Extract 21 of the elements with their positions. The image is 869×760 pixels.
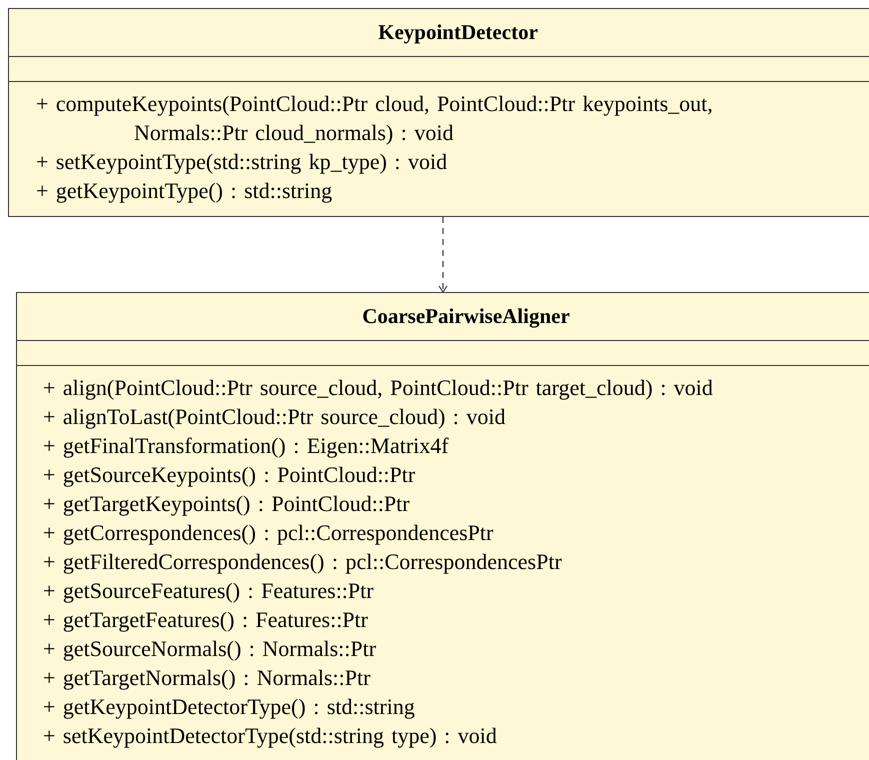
method-text: + align(PointCloud::Ptr source_cloud, PointCloud::Ptr target_cloud) : void xyxy=(43,374,714,402)
method-text: + getKeypointType() : std::string xyxy=(36,177,334,205)
method-text: + getTargetFeatures() : Features::Ptr xyxy=(43,606,369,634)
method-text: + getSourceFeatures() : Features::Ptr xyxy=(43,577,375,605)
class-box xyxy=(16,292,869,760)
method-text: + getFilteredCorrespondences() : pcl::CorrespondencesPtr xyxy=(43,548,563,576)
method-text: + setKeypointDetectorType(std::string type) : void xyxy=(43,722,498,750)
method-text: + alignToLast(PointCloud::Ptr source_cloud) : void xyxy=(43,403,506,431)
method-text: + getKeypointDetectorType() : std::string xyxy=(43,693,416,721)
method-text: + computeKeypoints(PointCloud::Ptr cloud, PointCloud::Ptr keypoints_out, Normals::Ptr cloud_normals) : void xyxy=(36,90,714,147)
class-name: CoarsePairwiseAligner xyxy=(361,303,571,330)
method-text: + getSourceKeypoints() : PointCloud::Ptr xyxy=(43,461,416,489)
method-text: + getFinalTransformation() : Eigen::Matrix4f xyxy=(43,432,450,460)
dependency-arrow xyxy=(438,216,448,292)
method-text: + getSourceNormals() : Normals::Ptr xyxy=(43,635,378,663)
method-text: + getTargetKeypoints() : PointCloud::Ptr xyxy=(43,490,411,518)
method-text: + getCorrespondences() : pcl::CorrespondencesPtr xyxy=(43,519,494,547)
method-text: + getTargetNormals() : Normals::Ptr xyxy=(43,664,372,692)
method-text: + setKeypointType(std::string kp_type) : void xyxy=(36,148,448,176)
class-box xyxy=(8,8,869,217)
class-name: KeypointDetector xyxy=(377,19,539,46)
